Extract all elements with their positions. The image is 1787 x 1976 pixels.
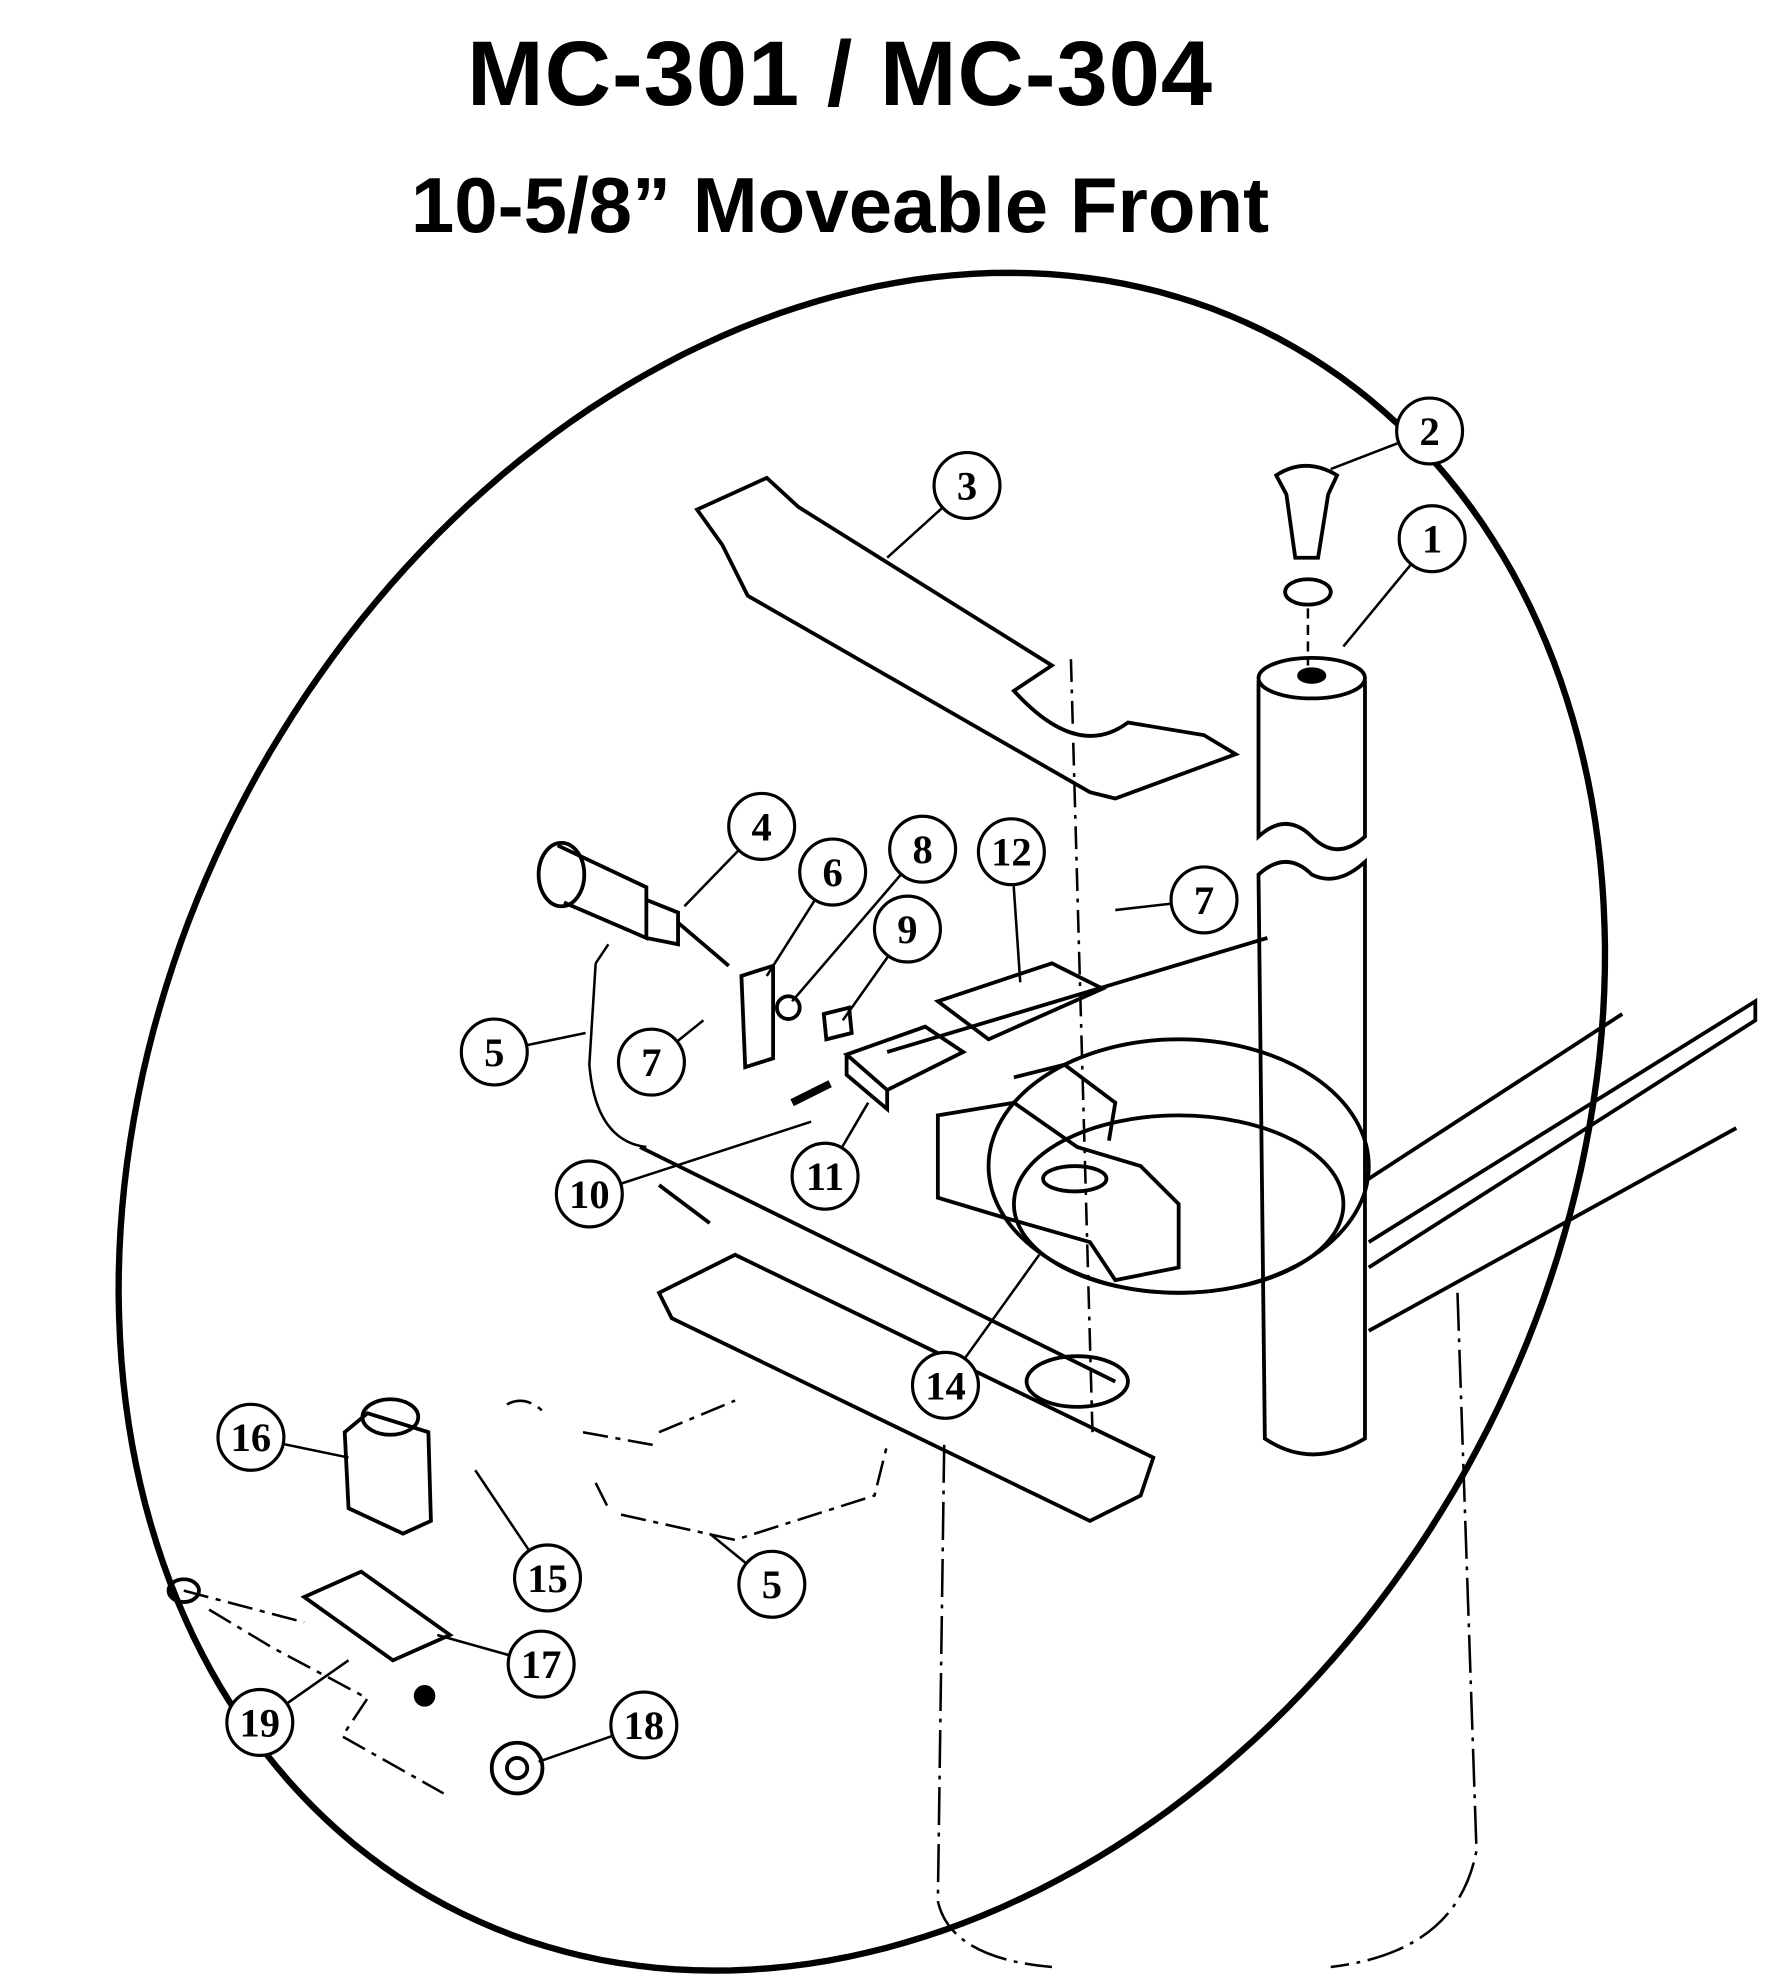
callout-circle (609, 1690, 679, 1760)
leader-line (963, 1254, 1041, 1360)
leader-line (1115, 902, 1172, 912)
part-valve (342, 1397, 433, 1536)
callout-9: 9 (872, 894, 942, 964)
callout-2: 2 (1395, 396, 1465, 466)
callout-number: 4 (752, 804, 772, 849)
callout-7: 7 (1169, 865, 1239, 935)
callout-circle (225, 1687, 295, 1757)
leader-line (886, 506, 944, 559)
callout-circle (512, 1543, 583, 1613)
leader-line (683, 849, 740, 908)
callout-circle (216, 1402, 286, 1472)
callout-number: 1 (1422, 517, 1442, 562)
leader-line (282, 1442, 349, 1459)
callout-circle (1395, 396, 1465, 466)
part-bracket-6 (739, 963, 776, 1070)
callout-circle (872, 894, 942, 964)
callout-number: 19 (240, 1700, 281, 1745)
callout-circle (888, 814, 958, 884)
callout-19: 19 (225, 1687, 295, 1757)
callout-circle (1397, 504, 1467, 574)
callout-circle (790, 1141, 860, 1211)
diagram-subtitle: 10-5/8” Moveable Front (410, 161, 1270, 249)
leader-line (791, 873, 903, 1003)
callout-12: 12 (976, 817, 1046, 887)
callout-circle (554, 1159, 624, 1229)
part-mount-17 (300, 1569, 454, 1663)
callout-10: 10 (554, 1159, 624, 1229)
callout-circle (1169, 865, 1239, 935)
leader-line (436, 1633, 510, 1657)
part-bracket (694, 475, 1241, 801)
part-knob (489, 1740, 545, 1796)
part-washer (1283, 577, 1333, 607)
callout-3: 3 (932, 450, 1002, 521)
detail-ellipse (115, 269, 1609, 1974)
callout-1: 1 (1397, 504, 1467, 574)
leader-line (708, 1532, 748, 1565)
leader-line (1330, 441, 1400, 471)
callout-number: 3 (957, 463, 977, 508)
callout-circle (976, 817, 1046, 887)
callout-4: 4 (727, 791, 797, 861)
callout-number: 10 (569, 1172, 610, 1217)
callout-number: 7 (1194, 878, 1214, 923)
callout-6: 6 (798, 837, 868, 907)
callout-number: 7 (641, 1040, 661, 1085)
callout-number: 2 (1419, 409, 1439, 454)
part-tube (1256, 655, 1367, 1457)
leader-line (1012, 884, 1022, 983)
leader-line (538, 1734, 614, 1763)
callout-circle (932, 450, 1002, 521)
part-motor (536, 840, 730, 968)
leader-line (286, 1659, 350, 1705)
callout-16: 16 (216, 1402, 286, 1472)
callout-number: 9 (897, 907, 917, 952)
callout-circle (616, 1027, 686, 1097)
callout-circle (506, 1629, 576, 1699)
part-plate (933, 961, 1108, 1042)
diagram-title: MC-301 / MC-304 (466, 23, 1214, 125)
callout-number: 16 (231, 1415, 272, 1460)
leader-line (840, 1102, 870, 1149)
callout-8: 8 (888, 814, 958, 884)
callout-number: 5 (762, 1562, 782, 1607)
part-bolt (1273, 464, 1340, 560)
callout-11: 11 (790, 1141, 860, 1211)
callout-number: 15 (527, 1556, 568, 1601)
part-base-plate (656, 1252, 1156, 1524)
callout-circle (737, 1549, 807, 1619)
part-switch (842, 1024, 967, 1114)
callout-circle (459, 1017, 529, 1087)
callout-number: 12 (991, 830, 1032, 875)
leader-line (474, 1469, 531, 1552)
leader-line (620, 1120, 812, 1185)
callout-7: 7 (616, 1027, 686, 1097)
callout-number: 18 (624, 1703, 665, 1748)
callout-circle (727, 791, 797, 861)
leader-line (676, 1019, 705, 1043)
callout-17: 17 (506, 1629, 576, 1699)
callout-number: 6 (823, 850, 843, 895)
callout-number: 17 (521, 1642, 562, 1687)
callout-18: 18 (609, 1690, 679, 1760)
leader-line (526, 1031, 586, 1047)
leader-line (1342, 563, 1413, 648)
callout-number: 5 (484, 1030, 504, 1075)
callout-14: 14 (910, 1350, 980, 1420)
leader-line (765, 899, 817, 977)
callout-5: 5 (459, 1017, 529, 1087)
callout-15: 15 (512, 1543, 583, 1613)
callout-number: 14 (925, 1363, 966, 1408)
callout-number: 11 (806, 1154, 844, 1199)
callout-circle (910, 1350, 980, 1420)
callout-number: 8 (913, 827, 933, 872)
leader-line (841, 955, 890, 1022)
part-clamp-block (935, 1100, 1181, 1283)
callout-circle (798, 837, 868, 907)
callout-5: 5 (737, 1549, 807, 1619)
